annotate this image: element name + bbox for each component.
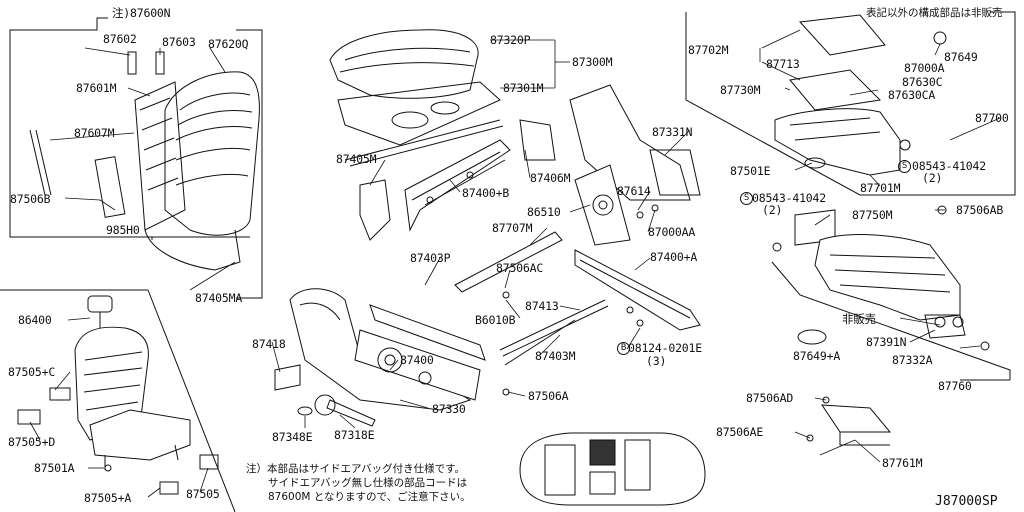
callout-c87505C: 87505+C	[8, 365, 56, 379]
callout-c87400: 87400	[400, 353, 434, 367]
callout-c08543b: 08543-41042	[752, 191, 826, 205]
divider-lower-left-slant	[147, 289, 236, 512]
circled-prefix-icon: S	[898, 160, 911, 173]
callout-c87707M: 87707M	[492, 221, 533, 235]
callout-c08543bq: (2)	[762, 203, 783, 217]
callout-c87505A: 87505+A	[84, 491, 132, 505]
callout-cB6010B: B6010B	[475, 313, 516, 327]
callout-c87505D: 87505+D	[8, 435, 56, 449]
callout-g87600N: 注)87600N	[112, 6, 171, 20]
header-note: 表記以外の構成部品は非販売	[866, 7, 1003, 19]
seat-lower-center	[274, 288, 486, 427]
callout-c87506AD: 87506AD	[746, 391, 794, 405]
callout-c87614: 87614	[617, 184, 651, 198]
callout-c87348E: 87348E	[272, 430, 313, 444]
callout-c87602: 87602	[103, 32, 137, 46]
callout-c87318E: 87318E	[334, 428, 375, 442]
callout-c87506AE: 87506AE	[716, 425, 764, 439]
seat-frame-center	[359, 84, 701, 246]
callout-c08124q: (3)	[646, 354, 667, 368]
seat-cushion-top	[329, 29, 504, 167]
callout-g87760: 87760	[938, 379, 972, 393]
callout-c87761M: 87761M	[882, 456, 923, 470]
callout-c87405MA: 87405MA	[195, 291, 243, 305]
vehicle-locator	[519, 432, 706, 506]
callout-c87501A: 87501A	[34, 461, 75, 475]
footnote-line-3: 87600M となりますので、ご注意下さい。	[268, 491, 471, 503]
callout-c87620Q: 87620Q	[208, 37, 249, 51]
callout-c87607M: 87607M	[74, 126, 115, 140]
callout-c87331N: 87331N	[652, 125, 693, 139]
callout-g87300M: 87300M	[572, 55, 613, 69]
callout-c87405M: 87405M	[336, 152, 377, 166]
callout-c87406M: 87406M	[530, 171, 571, 185]
callout-c87603: 87603	[162, 35, 196, 49]
callout-c87400B: 87400+B	[462, 186, 510, 200]
footnote-line-1: 注）本部品はサイドエアバッグ付き仕様です。	[246, 463, 466, 475]
callout-c87301M: 87301M	[503, 81, 544, 95]
callout-c87713: 87713	[766, 57, 800, 71]
callout-c87649: 87649	[944, 50, 978, 64]
group-box-87760	[771, 261, 1011, 380]
locator-highlight	[589, 439, 616, 466]
callout-c87400A: 87400+A	[650, 250, 698, 264]
callout-c87630C: 87630C	[902, 75, 943, 89]
callout-c87332A: 87332A	[892, 353, 933, 367]
callout-g87700: 87700	[975, 111, 1009, 125]
callout-c87330: 87330	[432, 402, 466, 416]
callout-c87320P: 87320P	[490, 33, 531, 47]
callout-c87413: 87413	[525, 299, 559, 313]
callout-c86400: 86400	[18, 313, 52, 327]
callout-c86510: 86510	[527, 205, 561, 219]
callout-c87506AC: 87506AC	[496, 261, 544, 275]
callout-not_for_sale: 非販売	[842, 312, 876, 326]
callout-c87418: 87418	[252, 337, 286, 351]
callout-c87630CA: 87630CA	[888, 88, 936, 102]
footnote-line-2: サイドエアバッグ無し仕様の部品コードは	[268, 477, 468, 489]
diagram-id: J87000SP	[935, 494, 998, 509]
callout-c87501E: 87501E	[730, 164, 771, 178]
callout-c87505: 87505	[186, 487, 220, 501]
callout-c87702M: 87702M	[688, 43, 729, 57]
callout-c87701M: 87701M	[860, 181, 901, 195]
callout-c87506A: 87506A	[528, 389, 569, 403]
callout-c87391N: 87391N	[866, 335, 907, 349]
callout-c87649A: 87649+A	[793, 349, 841, 363]
callout-c985H0: 985H0	[106, 223, 140, 237]
callout-c87601M: 87601M	[76, 81, 117, 95]
circled-prefix-icon: B	[617, 342, 630, 355]
callout-c87506AB: 87506AB	[956, 203, 1004, 217]
callout-c87750M: 87750M	[852, 208, 893, 222]
callout-c87403M: 87403M	[535, 349, 576, 363]
callout-c08543a: 08543-41042	[912, 159, 986, 173]
callout-c87403P: 87403P	[410, 251, 451, 265]
callout-c87000A: 87000A	[904, 61, 945, 75]
console-lower	[794, 209, 966, 446]
callout-c87000AA: 87000AA	[648, 225, 696, 239]
console-upper	[774, 14, 947, 176]
group-box-87700	[685, 11, 1016, 196]
callout-c87506B: 87506B	[10, 192, 51, 206]
callout-c08124: 08124-0201E	[628, 341, 702, 355]
leader-lines	[29, 29, 1001, 498]
circled-prefix-icon: S	[740, 192, 753, 205]
callout-c87730M: 87730M	[720, 83, 761, 97]
callout-c08543aq: (2)	[922, 171, 943, 185]
seat-back-upper	[29, 51, 260, 271]
group-box-87600N	[9, 17, 263, 299]
seat-rails	[454, 231, 701, 366]
seat-lower-left	[17, 295, 219, 495]
screws	[104, 204, 990, 472]
